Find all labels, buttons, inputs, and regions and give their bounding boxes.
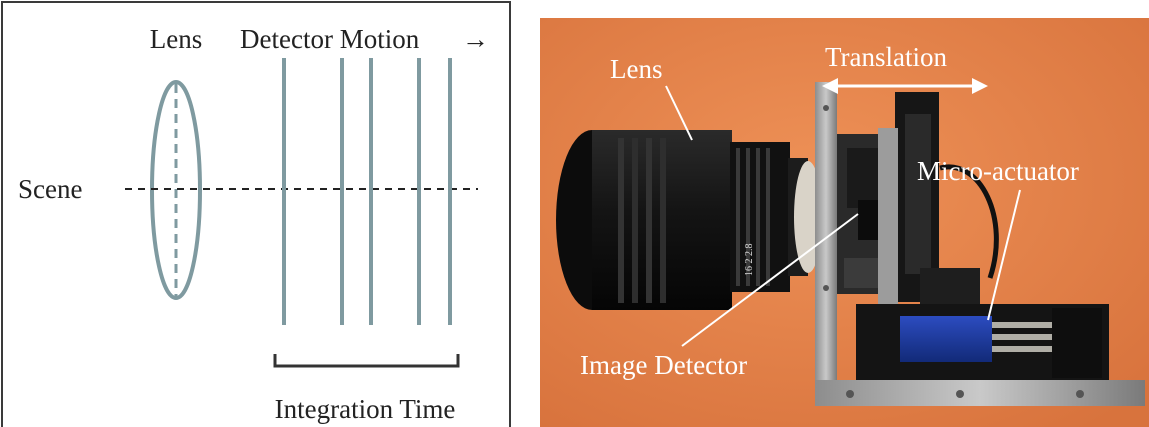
mount-assembly: [815, 82, 1145, 406]
motion-arrow-icon: →: [462, 24, 489, 54]
photo-lens-label: Lens: [610, 54, 662, 84]
translation-arrow-right-icon: [972, 78, 988, 94]
lens-pointer: [665, 85, 693, 141]
diagram-lens-label: Lens: [150, 24, 202, 54]
detector-motion-label: Detector Motion: [240, 24, 420, 54]
scene-label: Scene: [18, 174, 82, 204]
translation-label: Translation: [825, 42, 948, 72]
integration-time-label: Integration Time: [275, 394, 456, 424]
image-detector-label: Image Detector: [580, 350, 747, 380]
detector-motion-diagram: Lens Detector Motion → Scene Integration…: [1, 1, 511, 427]
diagram-frame: [1, 1, 511, 427]
actuator-pointer: [987, 189, 1021, 321]
lens-barrel: 16 2 2.8: [556, 130, 822, 310]
micro-actuator-label: Micro-actuator: [917, 156, 1079, 186]
translation-arrow-left-icon: [822, 78, 838, 94]
detector-pointer: [681, 213, 859, 347]
prototype-photo: 16 2 2.8: [540, 18, 1149, 427]
lens-markings: 16 2 2.8: [744, 244, 755, 277]
integration-bracket: [273, 354, 460, 368]
